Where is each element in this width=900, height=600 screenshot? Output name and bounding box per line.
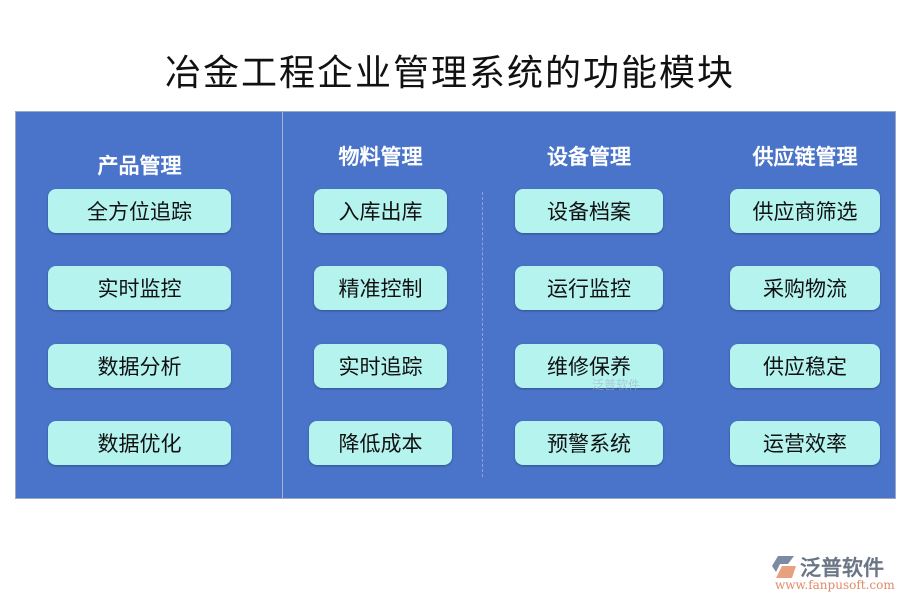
logo-icon: [772, 556, 796, 578]
column-heading: 供应链管理: [752, 144, 858, 169]
module-item: 数据优化: [48, 421, 231, 465]
module-item: 供应商筛选: [730, 189, 880, 233]
column-heading: 物料管理: [338, 144, 423, 169]
module-item: 运行监控: [515, 266, 663, 310]
column-heading: 设备管理: [547, 144, 631, 169]
module-item: 全方位追踪: [48, 189, 231, 233]
page-title: 冶金工程企业管理系统的功能模块: [164, 53, 735, 94]
module-item: 精准控制: [314, 266, 447, 310]
column-heading: 产品管理: [97, 153, 182, 178]
module-item: 数据分析: [48, 344, 231, 388]
watermark: 泛普软件: [592, 378, 641, 392]
module-item: 运营效率: [730, 421, 880, 465]
logo-name: 泛普软件: [800, 556, 884, 580]
module-item: 采购物流: [730, 266, 880, 310]
module-item: 预警系统: [515, 421, 663, 465]
module-item: 供应稳定: [730, 344, 880, 388]
module-item: 实时追踪: [314, 344, 447, 388]
module-item: 降低成本: [309, 421, 452, 465]
dashed-divider: [482, 192, 483, 477]
module-item: 入库出库: [314, 189, 447, 233]
column-divider: [282, 112, 283, 498]
module-item: 设备档案: [515, 189, 663, 233]
module-item: 实时监控: [48, 266, 231, 310]
logo-url: www.fanpusoft.com: [775, 578, 895, 592]
module-item: 维修保养: [515, 344, 663, 388]
